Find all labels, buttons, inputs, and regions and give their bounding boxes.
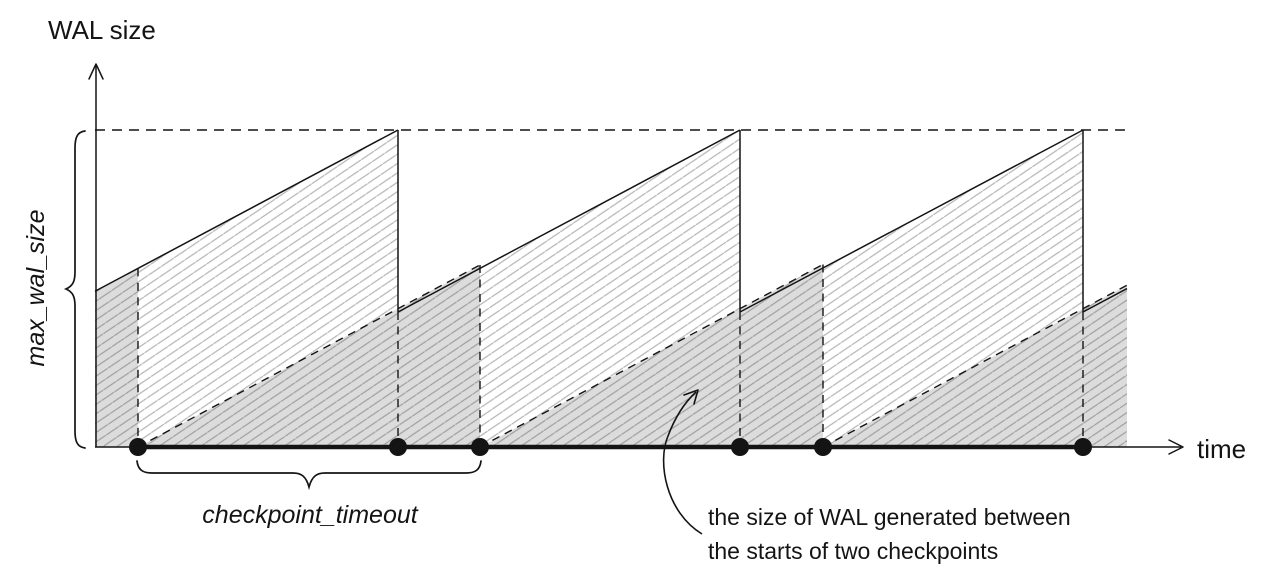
y-axis-arrow-icon [88, 63, 104, 80]
annotation-arrow-curve [662, 391, 703, 535]
wal-between-starts-region-1 [138, 265, 480, 447]
generated-wal-dashed-hypotenuse-1 [137, 264, 481, 448]
axes-layer [88, 63, 1184, 455]
wal-rising-edge-2 [397, 129, 741, 313]
checkpoint-dot-1 [129, 438, 147, 456]
wal-rising-edge-3 [739, 129, 1084, 313]
annotation-arrow [662, 389, 703, 535]
checkpoint-dots-layer [129, 438, 1092, 456]
generated-wal-dashed-hypotenuse-3 [822, 284, 1128, 448]
labels-layer: WAL size time max_wal_size checkpoint_ti… [22, 15, 1246, 564]
checkpoint-dot-5 [814, 438, 832, 456]
x-axis-arrow-icon [1168, 439, 1184, 455]
wal-rising-edge-4 [1082, 287, 1128, 313]
wal-between-starts-region-2 [480, 264, 823, 447]
checkpoint-dot-2 [389, 438, 407, 456]
max-wal-size-label: max_wal_size [22, 209, 50, 366]
checkpoint-timeout-brace [136, 460, 482, 491]
braces-layer [63, 130, 482, 491]
annotation-arrowhead-icon [683, 389, 699, 405]
annotation-text-line2: the starts of two checkpoints [708, 538, 998, 564]
generated-wal-dashed-hypotenuse-2 [479, 263, 824, 448]
checkpoint-dot-4 [731, 438, 749, 456]
wal-between-starts-region-0 [95, 268, 138, 447]
wal-rising-edge-1 [94, 129, 399, 292]
x-axis-title: time [1197, 434, 1246, 464]
wal-regions-layer [94, 129, 1128, 448]
checkpoint-dot-3 [471, 438, 489, 456]
checkpoint-dot-6 [1074, 438, 1092, 456]
y-axis-title: WAL size [48, 15, 156, 45]
checkpoint-timeout-label: checkpoint_timeout [202, 501, 418, 529]
annotation-text-line1: the size of WAL generated between [708, 504, 1071, 530]
max-wal-size-brace [63, 130, 86, 449]
